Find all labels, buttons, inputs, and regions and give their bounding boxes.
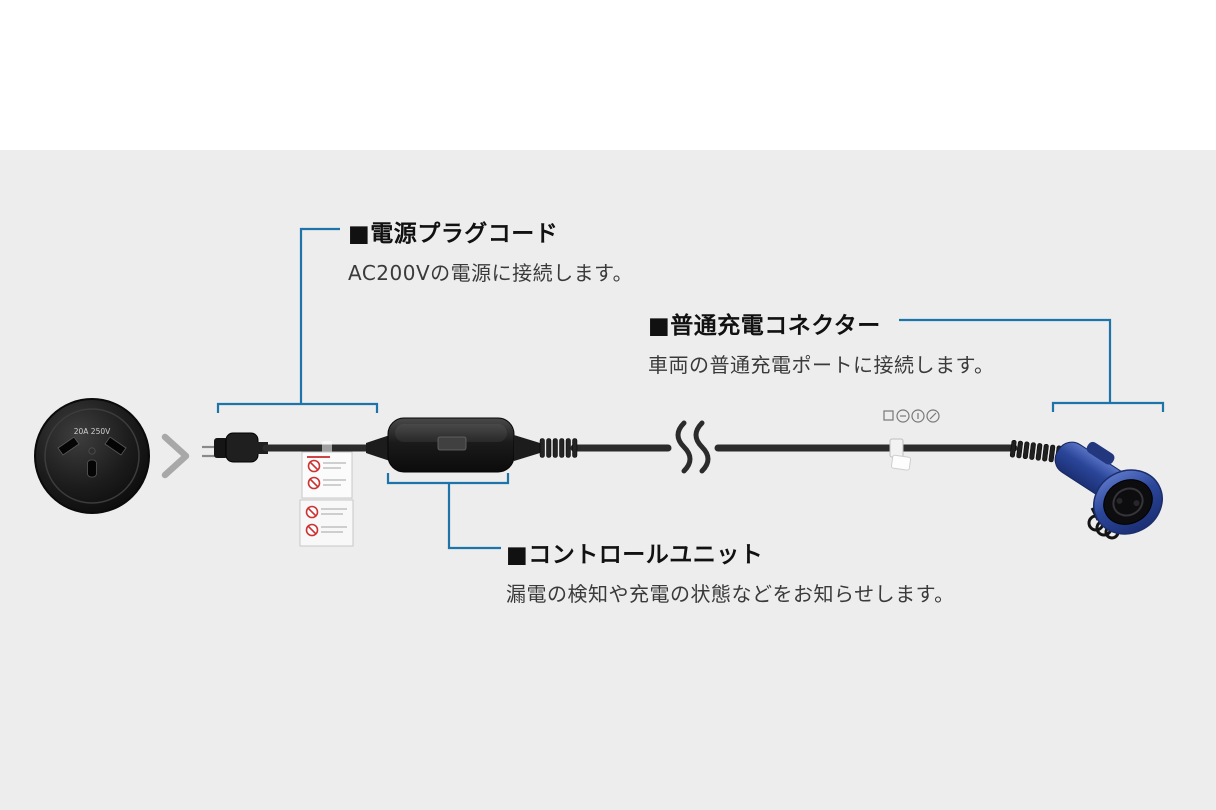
connector-head (1093, 469, 1163, 535)
callout-connector-desc: 車両の普通充電ポートに接続します。 (648, 353, 995, 377)
strain-relief-right (514, 435, 540, 461)
cable-break-icon (675, 420, 711, 474)
cable-tie-label (889, 438, 912, 471)
control-unit (387, 417, 515, 473)
charging-connector (1009, 439, 1163, 540)
diagram-background (0, 150, 1216, 810)
callout-line-control-unit (386, 473, 510, 550)
callout-power-cord: ■電源プラグコード AC200Vの電源に接続します。 (348, 214, 633, 286)
prohibition-mark-icon (305, 459, 321, 537)
tag-text-lines (321, 462, 347, 533)
strain-relief-left (366, 435, 390, 461)
plug-ground-slot (87, 459, 97, 478)
warning-tags (299, 441, 354, 547)
connector-latch (1086, 441, 1115, 465)
callout-connector-title: ■普通充電コネクター (648, 313, 881, 339)
chevron-right-icon (161, 433, 190, 479)
plug-blade-right (104, 436, 127, 456)
power-plug (202, 432, 268, 463)
callout-control-unit: ■コントロールユニット 漏電の検知や充電の状態などをお知らせします。 (506, 535, 955, 607)
callout-connector: ■普通充電コネクター 車両の普通充電ポートに接続します。 (648, 306, 995, 378)
callout-control-unit-desc: 漏電の検知や充電の状態などをお知らせします。 (506, 582, 955, 606)
callout-line-connector (899, 318, 1165, 412)
plug-blade-left (57, 436, 80, 456)
plug-screw (88, 447, 96, 455)
certification-marks (883, 409, 940, 423)
cable-ribbed-section-unit (539, 438, 578, 458)
power-plug-face-icon: 20A 250V (34, 398, 150, 514)
callout-line-power-cord (216, 227, 379, 413)
callout-power-cord-desc: AC200Vの電源に接続します。 (348, 261, 634, 285)
plug-rating-text: 20A 250V (74, 427, 111, 436)
control-unit-logo (437, 436, 467, 451)
top-white-band (0, 0, 1216, 150)
callout-power-cord-title: ■電源プラグコード (348, 221, 559, 247)
cable-ribbed-section-connector (1009, 439, 1062, 463)
callout-control-unit-title: ■コントロールユニット (506, 542, 764, 568)
